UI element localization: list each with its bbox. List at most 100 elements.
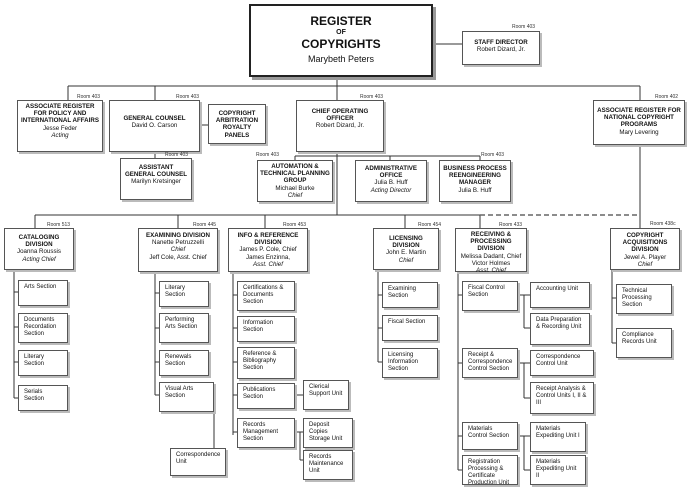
info-ref-reference-section: Reference & Bibliography Section	[237, 347, 295, 379]
examining-correspondence-unit: Correspondence Unit	[170, 448, 226, 476]
info-ref-certifications-section: Certifications & Documents Section	[237, 281, 295, 311]
info-ref-records-section: Records Management Section	[237, 418, 295, 448]
bpr-title: BUSINESS PROCESS REENGINEERING MANAGER	[443, 165, 507, 187]
asst-counsel-name: Marilyn Kretsinger	[131, 178, 181, 186]
automation-role: Chief	[287, 191, 303, 199]
assistant-counsel-box: ASSISTANT GENERAL COUNSEL Marilyn Kretsi…	[120, 158, 192, 200]
assoc-policy-title: ASSOCIATE REGISTER FOR POLICY AND INTERN…	[21, 103, 99, 125]
info-ref-division-box: INFO & REFERENCE DIVISION James P. Cole,…	[228, 228, 308, 272]
receiving-name2: Victor Holmes	[471, 259, 511, 267]
carp-title: COPYRIGHT ARBITRATION ROYALTY PANELS	[215, 110, 259, 139]
receiving-fiscal-section: Fiscal Control Section	[462, 281, 518, 311]
cataloging-arts-section: Arts Section	[18, 280, 68, 306]
general-counsel-name: David O. Carson	[131, 122, 178, 130]
cataloging-serials-section: Serials Section	[18, 385, 68, 411]
receiving-materials-expediting-1: Materials Expediting Unit I	[530, 422, 586, 452]
examining-renewals-section: Renewals Section	[159, 350, 209, 376]
assoc-policy-role: Acting	[51, 131, 69, 139]
cataloging-division-box: CATALOGING DIVISION Joanna Roussis Actin…	[4, 228, 74, 270]
coo-box: CHIEF OPERATING OFFICER Robert Dizard, J…	[296, 100, 384, 152]
bpr-room: Room 403	[481, 152, 505, 158]
admin-office-box: ADMINISTRATIVE OFFICE Julia B. Huff Acti…	[355, 160, 427, 202]
acquisitions-role: Chief	[637, 260, 653, 268]
info-ref-room: Room 453	[283, 222, 307, 228]
admin-title: ADMINISTRATIVE OFFICE	[364, 165, 418, 180]
carp-box: COPYRIGHT ARBITRATION ROYALTY PANELS	[208, 104, 266, 144]
assoc-policy-name: Jesse Feder	[42, 124, 78, 132]
examining-name2: Jeff Cole, Asst. Chief	[149, 253, 207, 261]
admin-name: Julia B. Huff	[374, 179, 408, 187]
examining-title: EXAMINING DIVISION	[146, 232, 210, 239]
receiving-receipt-analysis-unit: Receipt Analysis & Control Units I, II &…	[530, 382, 594, 414]
receiving-division-box: RECEIVING & PROCESSING DIVISION Melissa …	[455, 228, 527, 274]
asst-counsel-room: Room 403	[165, 152, 189, 158]
examining-literary-section: Literary Section	[159, 281, 209, 307]
licensing-role: Chief	[398, 256, 414, 264]
assoc-national-room: Room 402	[655, 94, 679, 100]
cataloging-role: Acting Chief	[22, 255, 56, 263]
acquisitions-title: COPYRIGHT ACQUISITIONS DIVISION	[622, 232, 668, 254]
examining-role: Chief	[170, 246, 186, 254]
receiving-accounting-unit: Accounting Unit	[530, 282, 590, 308]
receiving-title: RECEIVING & PROCESSING DIVISION	[470, 231, 512, 253]
info-ref-clerical-unit: Clerical Support Unit	[303, 380, 349, 410]
info-ref-information-section: Information Section	[237, 316, 295, 342]
licensing-division-box: LICENSING DIVISION John E. Martin Chief	[373, 228, 439, 270]
cataloging-documents-section: Documents Recordation Section	[18, 313, 68, 343]
coo-title: CHIEF OPERATING OFFICER	[311, 108, 369, 123]
info-ref-deposit-unit: Deposit Copies Storage Unit	[303, 418, 353, 448]
receiving-materials-section: Materials Control Section	[462, 422, 518, 450]
receiving-name: Melissa Dadant, Chief	[460, 252, 522, 260]
automation-name: Michael Burke	[275, 184, 315, 192]
examining-visual-arts-section: Visual Arts Section	[159, 382, 214, 412]
acquisitions-division-box: COPYRIGHT ACQUISITIONS DIVISION Jewel A.…	[610, 228, 680, 270]
assoc-national-title: ASSOCIATE REGISTER FOR NATIONAL COPYRIGH…	[597, 107, 681, 129]
receiving-data-prep-unit: Data Preparation & Recording Unit	[530, 313, 590, 345]
assoc-policy-box: ASSOCIATE REGISTER FOR POLICY AND INTERN…	[17, 100, 103, 152]
asst-counsel-title: ASSISTANT GENERAL COUNSEL	[124, 164, 188, 179]
receiving-registration-unit: Registration Processing & Certificate Pr…	[462, 455, 518, 486]
assoc-policy-room: Room 403	[77, 94, 101, 100]
staff-director-title: STAFF DIRECTOR	[474, 39, 528, 46]
licensing-fiscal-section: Fiscal Section	[382, 315, 438, 341]
admin-role: Acting Director	[370, 186, 412, 194]
register-title: REGISTER	[310, 14, 372, 28]
receiving-materials-expediting-2: Materials Expediting Unit II	[530, 455, 586, 485]
assoc-national-name: Mary Levering	[619, 128, 659, 136]
cataloging-literary-section: Literary Section	[18, 350, 68, 376]
licensing-examining-section: Examining Section	[382, 282, 438, 308]
acquisitions-room: Room 438c	[650, 221, 676, 227]
acquisitions-technical-section: Technical Processing Section	[616, 284, 672, 314]
staff-director-room: Room 403	[512, 24, 536, 30]
examining-name: Nanette Petruzzelli	[152, 239, 204, 247]
licensing-room: Room 454	[418, 222, 442, 228]
register-title-2: COPYRIGHTS	[301, 37, 381, 51]
general-counsel-box: GENERAL COUNSEL David O. Carson	[109, 100, 200, 152]
info-ref-role: Asst. Chief	[253, 260, 283, 268]
register-name: Marybeth Peters	[307, 54, 375, 64]
receiving-receipt-section: Receipt & Correspondence Control Section	[462, 348, 518, 378]
cataloging-name: Joanna Roussis	[16, 248, 62, 256]
licensing-information-section: Licensing Information Section	[382, 348, 438, 378]
examining-room: Room 445	[193, 222, 217, 228]
cataloging-room: Room 513	[47, 222, 71, 228]
cataloging-title: CATALOGING DIVISION	[18, 234, 60, 249]
coo-name: Robert Dizard, Jr.	[315, 122, 365, 130]
staff-director-box: STAFF DIRECTOR Robert Dizard, Jr.	[462, 31, 540, 65]
examining-performing-section: Performing Arts Section	[159, 313, 209, 343]
info-ref-name2: James Enzinna,	[245, 253, 291, 261]
general-counsel-title: GENERAL COUNSEL	[123, 115, 186, 122]
info-ref-publications-section: Publications Section	[237, 383, 295, 409]
receiving-room: Room 433	[499, 222, 523, 228]
automation-room: Room 403	[256, 152, 280, 158]
coo-room: Room 403	[360, 94, 384, 100]
info-ref-name: James P. Cole, Chief	[239, 246, 297, 254]
automation-box: AUTOMATION & TECHNICAL PLANNING GROUP Mi…	[257, 160, 333, 202]
acquisitions-name: Jewel A. Player	[623, 253, 667, 261]
examining-division-box: EXAMINING DIVISION Nanette Petruzzelli C…	[138, 228, 218, 272]
info-ref-title: INFO & REFERENCE DIVISION	[237, 232, 299, 247]
automation-title: AUTOMATION & TECHNICAL PLANNING GROUP	[260, 163, 330, 185]
info-ref-records-maintenance-unit: Records Maintenance Unit	[303, 450, 353, 480]
bpr-name: Julia B. Huff	[458, 186, 492, 194]
